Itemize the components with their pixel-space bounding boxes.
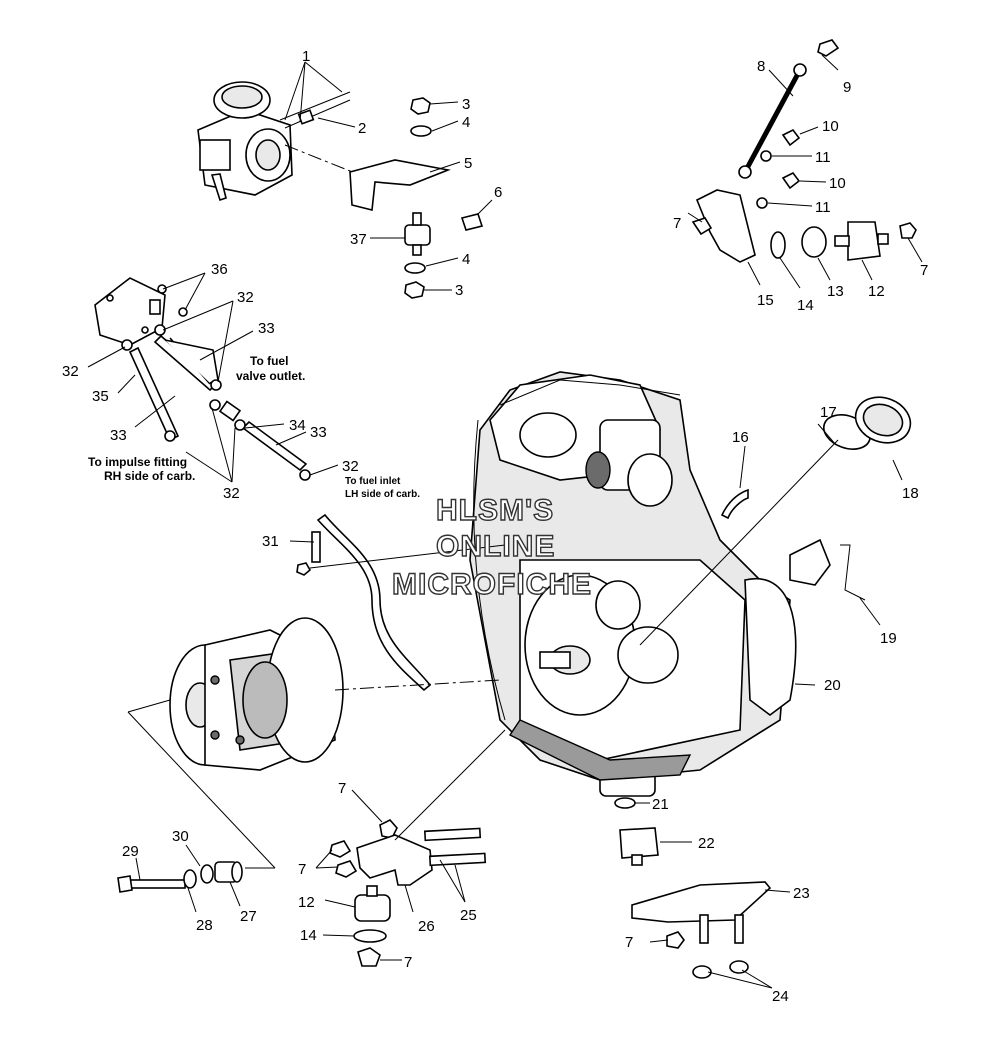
callout-29: 29 bbox=[122, 843, 139, 860]
callout-32-bottom: 32 bbox=[223, 485, 240, 502]
callout-13: 13 bbox=[827, 283, 844, 300]
note-fuel-inlet-2: LH side of carb. bbox=[345, 489, 420, 500]
note-fuel-inlet-1: To fuel inlet bbox=[345, 476, 401, 487]
callout-23: 23 bbox=[793, 885, 810, 902]
callout-6: 6 bbox=[494, 184, 502, 201]
callout-4-lower: 4 bbox=[462, 251, 470, 268]
callout-37: 37 bbox=[350, 231, 367, 248]
callout-10-lower: 10 bbox=[829, 175, 846, 192]
note-impulse-2: RH side of carb. bbox=[104, 469, 195, 483]
callout-9: 9 bbox=[843, 79, 851, 96]
callout-7-front: 7 bbox=[298, 861, 306, 878]
callout-33-mid: 33 bbox=[110, 427, 127, 444]
callout-31: 31 bbox=[262, 533, 279, 550]
callout-7-rear: 7 bbox=[625, 934, 633, 951]
callout-7-bottom: 7 bbox=[404, 954, 412, 971]
engine-assembly bbox=[469, 371, 831, 797]
callout-18: 18 bbox=[902, 485, 919, 502]
note-impulse-1: To impulse fitting bbox=[88, 455, 187, 469]
callout-7-center: 7 bbox=[338, 780, 346, 797]
callout-33-top: 33 bbox=[258, 320, 275, 337]
callout-3: 3 bbox=[462, 96, 470, 113]
drive-clutch bbox=[127, 617, 501, 869]
callout-36: 36 bbox=[211, 261, 228, 278]
callout-35: 35 bbox=[92, 388, 109, 405]
callout-8: 8 bbox=[757, 58, 765, 75]
callout-10: 10 bbox=[822, 118, 839, 135]
clamps-group bbox=[639, 396, 912, 686]
callout-34: 34 bbox=[289, 417, 306, 434]
front-mount-group bbox=[315, 729, 506, 967]
callout-14: 14 bbox=[797, 297, 814, 314]
callout-1: 1 bbox=[302, 48, 310, 65]
clutch-bolt-group bbox=[117, 844, 275, 913]
watermark-line-2: ONLINE bbox=[436, 530, 555, 563]
callout-19: 19 bbox=[880, 630, 897, 647]
callout-33-right: 33 bbox=[310, 424, 327, 441]
link-rod-group bbox=[687, 39, 923, 289]
callout-28: 28 bbox=[196, 917, 213, 934]
callout-11: 11 bbox=[815, 149, 831, 166]
callout-3-lower: 3 bbox=[455, 282, 463, 299]
watermark: HLSM'S ONLINE MICROFICHE bbox=[391, 493, 592, 601]
carburetor bbox=[197, 81, 351, 202]
callout-7-rod: 7 bbox=[673, 215, 681, 232]
fuel-notes: To fuel valve outlet. To impulse fitting… bbox=[88, 354, 420, 500]
callout-labels: 1 2 3 4 5 6 37 4 3 8 9 10 11 10 11 7 15 … bbox=[62, 48, 928, 1005]
callout-11-lower: 11 bbox=[815, 199, 831, 216]
callout-7-right: 7 bbox=[920, 262, 928, 279]
callout-32-left: 32 bbox=[62, 363, 79, 380]
callout-25: 25 bbox=[460, 907, 477, 924]
callout-32-right: 32 bbox=[342, 458, 359, 475]
callout-32-top: 32 bbox=[237, 289, 254, 306]
callout-5: 5 bbox=[464, 155, 472, 172]
callout-26: 26 bbox=[418, 918, 435, 935]
rear-mount-group bbox=[614, 797, 791, 989]
callout-15: 15 bbox=[757, 292, 774, 309]
callout-2: 2 bbox=[358, 120, 366, 137]
leader-lines-fuel bbox=[87, 272, 339, 483]
callout-30: 30 bbox=[172, 828, 189, 845]
callout-20: 20 bbox=[824, 677, 841, 694]
fuel-pump-group bbox=[94, 277, 311, 481]
watermark-line-3: MICROFICHE bbox=[392, 568, 592, 601]
callout-12: 12 bbox=[868, 283, 885, 300]
callout-17: 17 bbox=[820, 404, 837, 421]
callout-27: 27 bbox=[240, 908, 257, 925]
callout-21: 21 bbox=[652, 796, 669, 813]
callout-16: 16 bbox=[732, 429, 749, 446]
callout-22: 22 bbox=[698, 835, 715, 852]
carb-bracket-group bbox=[349, 97, 493, 299]
oil-line-group bbox=[289, 513, 506, 692]
watermark-line-1: HLSM'S bbox=[436, 494, 554, 527]
callout-12-front: 12 bbox=[298, 894, 315, 911]
leader-lines-carb bbox=[284, 61, 361, 176]
callout-14-front: 14 bbox=[300, 927, 317, 944]
note-fuel-valve-2: valve outlet. bbox=[236, 369, 305, 383]
note-fuel-valve-1: To fuel bbox=[250, 354, 288, 368]
callout-24: 24 bbox=[772, 988, 789, 1005]
callout-4: 4 bbox=[462, 114, 470, 131]
